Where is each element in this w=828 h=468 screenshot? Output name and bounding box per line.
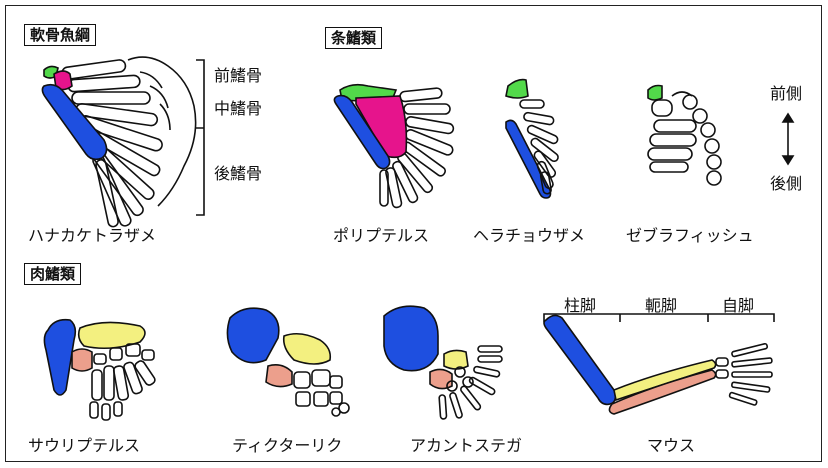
acanthostega-digits <box>438 345 503 420</box>
species-polypterus: ポリプテルス <box>333 226 430 245</box>
shark-bracket <box>196 59 205 216</box>
polypterus-fin <box>333 83 455 209</box>
species-mouse: マウス <box>647 436 696 455</box>
paddlefish-blue <box>505 119 552 199</box>
label-zeugopod: 軛脚 <box>645 296 678 315</box>
shark-fin <box>41 56 197 228</box>
label-stylopod: 柱脚 <box>564 296 597 315</box>
mouse-ulna <box>608 369 717 415</box>
species-shark: ハナカケトラザメ <box>28 226 157 245</box>
mouse-limb-bracket <box>543 313 775 322</box>
section-label-rayfinned: 条鰭類 <box>325 27 383 49</box>
polypterus-blue <box>333 94 391 170</box>
label-metapterygium: 後鰭骨 <box>214 164 263 183</box>
label-mesopterygium: 中鰭骨 <box>214 99 263 118</box>
figure-frame <box>5 5 822 462</box>
zebrafish-fin <box>647 84 722 186</box>
label-autopod: 自脚 <box>722 296 755 315</box>
tiktaalik-pink <box>265 364 293 388</box>
tiktaalik-fin <box>226 307 350 417</box>
sauripterus-pink <box>71 348 93 372</box>
mouse-limb <box>543 313 775 415</box>
label-propterygium: 前鰭骨 <box>214 66 263 85</box>
ap-axis-arrow <box>781 112 795 166</box>
tiktaalik-yellow <box>282 332 332 365</box>
label-posterior: 後側 <box>770 174 803 193</box>
sauripterus-blue <box>43 318 77 396</box>
acanthostega-limb <box>383 305 503 420</box>
mouse-hand-bones <box>715 342 773 406</box>
label-anterior: 前側 <box>770 84 803 103</box>
sauripterus-fin <box>43 318 156 421</box>
species-zebrafish: ゼブラフィッシュ <box>626 226 754 245</box>
acanthostega-blue <box>383 305 439 372</box>
tiktaalik-blue <box>226 307 280 364</box>
paddlefish-fin <box>505 78 559 199</box>
species-tiktaalik: ティクターリク <box>232 436 343 455</box>
species-paddlefish: ヘラチョウザメ <box>473 226 586 245</box>
zebrafish-green <box>647 84 663 101</box>
shark-metapterygium <box>41 83 108 161</box>
acanthostega-yellow <box>443 349 469 370</box>
species-sauripterus: サウリプテルス <box>28 436 141 455</box>
paddlefish-green <box>505 78 529 99</box>
mouse-humerus <box>543 314 617 406</box>
species-acanthostega: アカントステガ <box>410 436 523 455</box>
acanthostega-pink <box>429 368 453 390</box>
section-label-cartilaginous: 軟骨魚綱 <box>24 24 97 46</box>
sauripterus-yellow <box>77 321 146 350</box>
section-label-lobefinned: 肉鰭類 <box>24 263 82 285</box>
